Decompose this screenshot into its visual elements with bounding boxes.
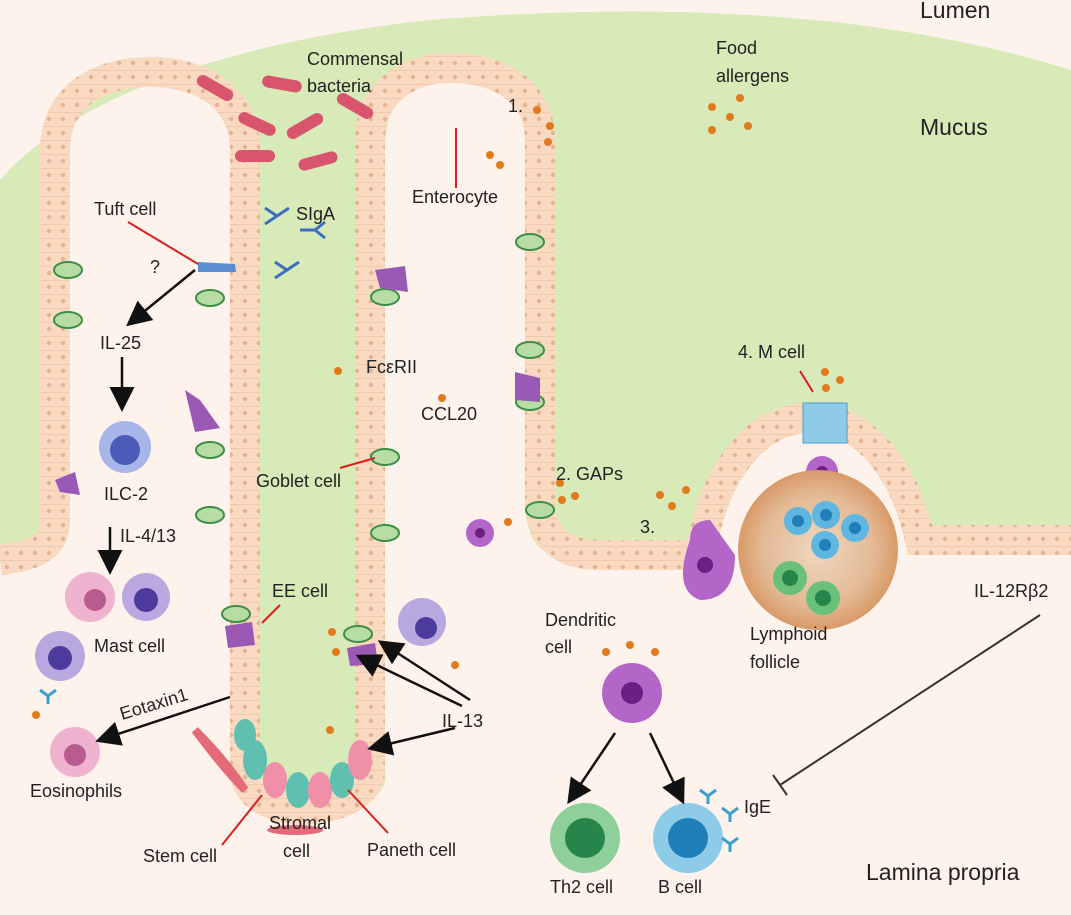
label-th2-cell: Th2 cell: [550, 877, 613, 897]
label-mucus: Mucus: [920, 114, 988, 140]
label-tuft-cell: Tuft cell: [94, 199, 156, 219]
label-lumen: Lumen: [920, 0, 990, 23]
label-lamina-propria: Lamina propria: [866, 859, 1020, 885]
tuft-cell: [198, 262, 236, 272]
eosinophil-cell: [35, 631, 100, 777]
siga-antibodies: [264, 206, 326, 280]
food-allergens: [32, 94, 844, 734]
label-enterocyte: Enterocyte: [412, 187, 498, 207]
label-dendritic-2: cell: [545, 637, 572, 657]
label-mast-cell: Mast cell: [94, 636, 165, 656]
label-il25: IL-25: [100, 333, 141, 353]
commensal-bacteria: [196, 75, 374, 171]
label-commensal-1: Commensal: [307, 49, 403, 69]
pointer-lines: [127, 128, 814, 846]
label-m-cell: 4. M cell: [738, 342, 805, 362]
label-ccl20: CCL20: [421, 404, 477, 424]
goblet-cells: [53, 233, 555, 643]
label-step1: 1.: [508, 96, 523, 116]
label-gaps: 2. GAPs: [556, 464, 623, 484]
label-commensal-2: bacteria: [307, 76, 372, 96]
label-food-1: Food: [716, 38, 757, 58]
il12rb2-inhibition-line: [772, 614, 1041, 796]
label-dendritic-1: Dendritic: [545, 610, 616, 630]
pathway-arrows: [95, 269, 685, 805]
mast-cell-right: [398, 598, 446, 646]
epithelium-layer: [0, 52, 1071, 826]
label-stem-cell: Stem cell: [143, 846, 217, 866]
dendritic-cells: [466, 456, 838, 723]
label-b-cell: B cell: [658, 877, 702, 897]
label-stromal-1: Stromal: [269, 813, 331, 833]
label-step3: 3.: [640, 517, 655, 537]
label-il12rb2: IL-12Rβ2: [974, 581, 1048, 601]
label-il13: IL-13: [442, 711, 483, 731]
stromal-cells: [191, 727, 323, 835]
th2-cell: [550, 803, 620, 873]
label-stromal-2: cell: [283, 841, 310, 861]
label-fcerii: FcεRII: [366, 357, 417, 377]
label-goblet-cell: Goblet cell: [256, 471, 341, 491]
m-cell: [802, 402, 848, 444]
label-lymphoid-2: follicle: [750, 652, 800, 672]
ige-antibodies: [39, 688, 739, 852]
label-ee-cell: EE cell: [272, 581, 328, 601]
label-food-2: allergens: [716, 66, 789, 86]
label-ilc2: ILC-2: [104, 484, 148, 504]
label-eosinophils: Eosinophils: [30, 781, 122, 801]
crypt-base-cells: [234, 719, 372, 808]
label-siga: SIgA: [296, 204, 335, 224]
mast-cells: [65, 572, 170, 622]
b-cell: [653, 803, 723, 873]
label-ige: IgE: [744, 797, 771, 817]
label-paneth-cell: Paneth cell: [367, 840, 456, 860]
label-il4-13: IL-4/13: [120, 526, 176, 546]
lymphoid-follicle: [738, 470, 898, 630]
label-lymphoid-1: Lymphoid: [750, 624, 827, 644]
label-question: ?: [150, 257, 160, 277]
ilc2-cell: [99, 421, 151, 473]
